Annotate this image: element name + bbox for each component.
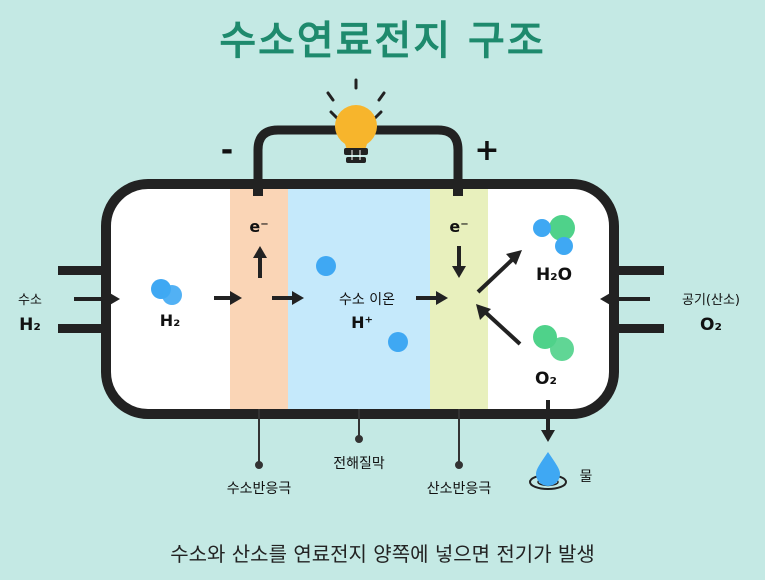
ion-label: 수소 이온 [339,292,395,308]
ion-formula: H⁺ [351,313,373,332]
electron-left-label: e⁻ [249,217,268,236]
pointer-lines [255,409,463,469]
negative-terminal: - [221,133,233,168]
electrolyte-label: 전해질막 [333,456,385,472]
hydrogen-input-label: 수소 [18,293,42,308]
caption: 수소와 산소를 연료전지 양쪽에 넣으면 전기가 발생 [170,542,595,566]
oxygen-input-formula: O₂ [700,315,722,335]
air-pipe-top [606,266,664,275]
water-formula: H₂O [536,265,572,285]
hydrogen-molecule [151,279,182,305]
cathode-label: 산소반응극 [427,481,492,497]
hydrogen-pipe-top [58,266,118,275]
anode-label: 수소반응극 [227,481,292,497]
water-molecule [533,215,575,255]
water-label: 물 [580,469,593,485]
positive-terminal: + [474,133,499,168]
hydrogen-input-formula: H₂ [19,315,41,335]
hydrogen-ion-1 [316,256,336,276]
water-drop-icon [529,452,567,490]
page-title: 수소연료전지 구조 [219,18,546,64]
light-bulb-icon [326,78,386,163]
oxygen-molecule [533,325,574,361]
air-pipe-bottom [606,324,664,333]
electrolyte-layer [288,189,430,409]
h2-inside-label: H₂ [160,311,180,330]
air-input-label: 공기(산소) [682,293,740,308]
hydrogen-pipe-bottom [58,324,118,333]
flow-arrows [74,246,650,442]
hydrogen-ion-2 [388,332,408,352]
o2-formula: O₂ [535,369,557,389]
electron-right-label: e⁻ [449,217,468,236]
